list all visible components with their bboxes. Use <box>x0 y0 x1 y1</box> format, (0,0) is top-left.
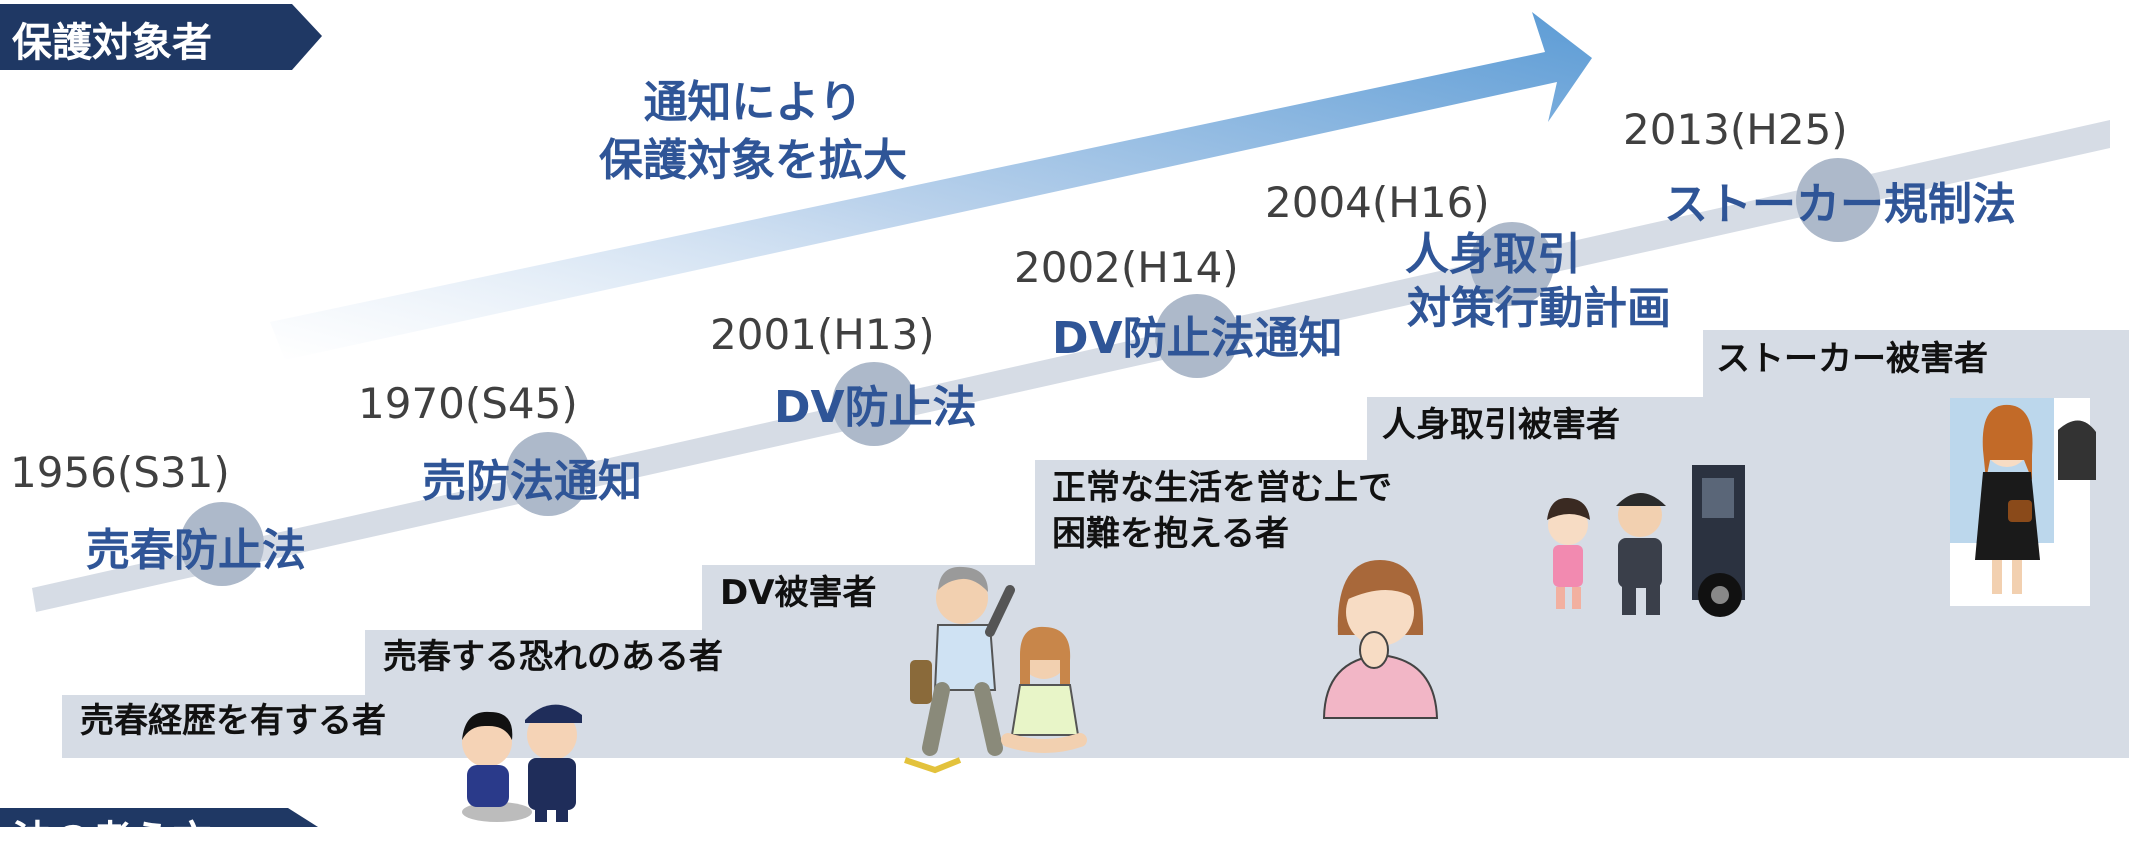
law-jinshin-line2: 対策行動計画 <box>1407 283 1671 334</box>
timeline-node-1 <box>180 502 264 586</box>
timeline-node-3 <box>832 362 916 446</box>
year-1956: 1956(S31) <box>10 448 230 497</box>
expansion-arrow <box>270 12 1592 360</box>
timeline-node-6 <box>1796 158 1880 242</box>
arrow-label-line1: 通知により <box>643 77 863 128</box>
year-2002: 2002(H14) <box>1014 243 1239 292</box>
header-tab <box>0 4 322 70</box>
dv-couple-illustration <box>904 566 1087 774</box>
law-baishun-boshi: 売春防止法 <box>86 525 306 576</box>
law-jinshin-torihiki: 人身取引 対策行動計画 <box>1405 228 1671 336</box>
year-2013: 2013(H25) <box>1623 105 1848 154</box>
diagram-canvas: 保護対象者 法の考え方 通知により 保護対象を拡大 1956(S31) 1970… <box>0 4 2129 827</box>
worried-woman-illustration <box>1322 560 1439 719</box>
step-label-4-line1: 正常な生活を営む上で <box>1052 468 1392 508</box>
law-jinshin-line1: 人身取引 <box>1405 229 1581 280</box>
staircase-steps <box>62 330 2129 758</box>
year-1970: 1970(S45) <box>358 379 578 428</box>
year-2001: 2001(H13) <box>710 310 935 359</box>
arrow-label-line2: 保護対象を拡大 <box>599 135 907 186</box>
bottom-header-title: 法の考え方 <box>12 818 212 864</box>
timeline-nodes <box>180 158 1880 586</box>
law-dv-boshi: DV防止法 <box>774 382 977 433</box>
step-label-4-line2: 困難を抱える者 <box>1052 514 1289 554</box>
abduction-illustration <box>1547 465 1745 617</box>
year-2004: 2004(H16) <box>1265 178 1490 227</box>
diagram-graphics <box>0 4 2129 827</box>
timeline-node-5 <box>1470 222 1554 306</box>
step-label-2: 売春する恐れのある者 <box>383 637 723 677</box>
step-label-4: 正常な生活を営む上で 困難を抱える者 <box>1052 465 1392 557</box>
step-label-3: DV被害者 <box>720 573 877 613</box>
stalker-illustration <box>1950 398 2096 606</box>
law-dv-tsuchi: DV防止法通知 <box>1052 313 1343 364</box>
timeline-node-2 <box>506 432 590 516</box>
header-title: 保護対象者 <box>12 20 212 66</box>
law-baibo-tsuchi: 売防法通知 <box>422 456 642 507</box>
police-girl-illustration <box>462 704 582 822</box>
step-label-1: 売春経歴を有する者 <box>80 701 386 741</box>
step-label-6: ストーカー被害者 <box>1716 339 1988 379</box>
bottom-header-tab <box>0 808 318 827</box>
arrow-label: 通知により 保護対象を拡大 <box>578 74 928 190</box>
timeline-node-4 <box>1155 294 1239 378</box>
step-label-5: 人身取引被害者 <box>1382 405 1620 445</box>
law-stalker-kisei: ストーカー規制法 <box>1664 179 2016 230</box>
